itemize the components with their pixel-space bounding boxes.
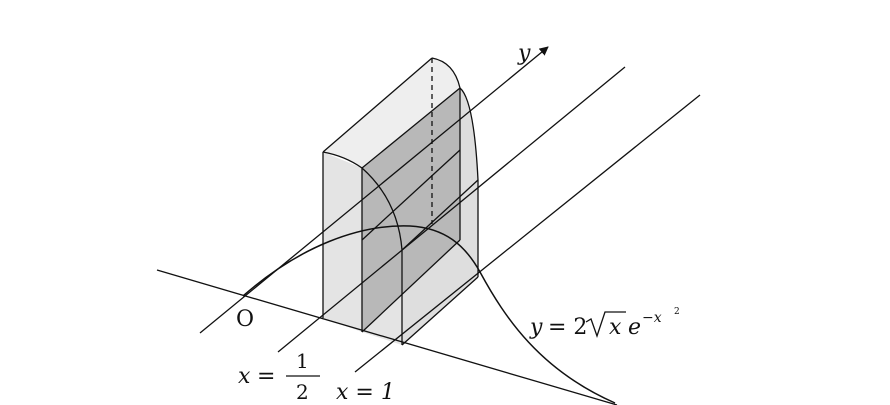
sqrt-sign	[585, 311, 626, 339]
edge	[361, 239, 461, 333]
y-axis-line	[199, 46, 549, 334]
curve-e: e	[628, 315, 641, 340]
slab-front-left-face	[323, 152, 362, 332]
edge	[361, 87, 461, 169]
x-one-label: x = 1	[336, 380, 395, 405]
labels: y O x = 1 2 x = 1 y = 2 x e −x 2	[236, 41, 680, 405]
x-half-var: x	[238, 364, 251, 389]
curve-y: y	[529, 315, 543, 340]
x-half-eq: =	[257, 364, 275, 389]
curve-exponent-power: 2	[674, 307, 680, 317]
edge	[401, 276, 479, 346]
line-x-half	[277, 66, 626, 353]
slab-cross-section	[362, 88, 460, 332]
line-x-one	[354, 94, 701, 373]
slab-faces	[323, 58, 478, 345]
edge-curve	[361, 167, 403, 251]
x-half-denominator: 2	[296, 380, 309, 404]
curve-eq: = 2	[548, 315, 587, 340]
inner-line	[401, 179, 479, 251]
x-axis-line	[156, 269, 618, 405]
curve-exponent: −x	[642, 310, 662, 326]
axes	[156, 46, 701, 405]
x-half-numerator: 1	[296, 349, 309, 373]
edge-curve	[431, 57, 461, 89]
curve-x: x	[609, 315, 622, 340]
edge-curve	[459, 87, 479, 181]
inner-line	[361, 149, 461, 241]
edge	[322, 57, 433, 153]
slab-top-face	[323, 58, 460, 168]
slab-edges	[322, 57, 479, 346]
origin-label: O	[236, 307, 254, 332]
edge-curve	[322, 151, 363, 169]
y-axis-label: y	[517, 41, 531, 66]
